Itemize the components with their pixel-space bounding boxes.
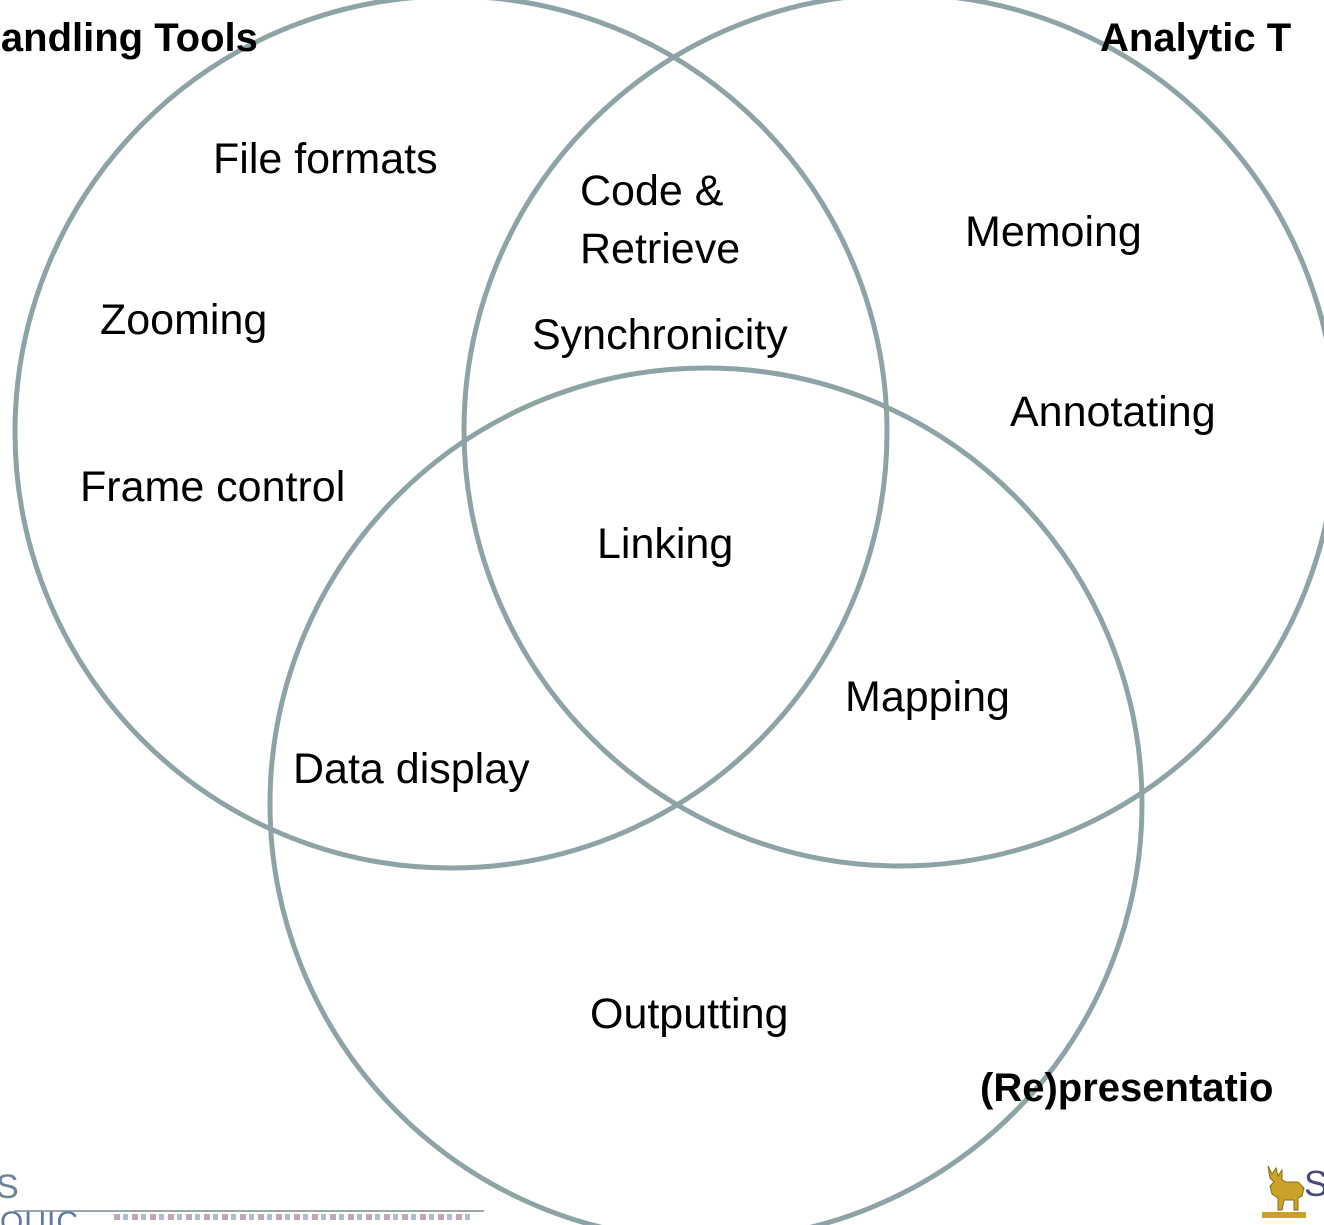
- logo-left-fine-print: [114, 1214, 474, 1220]
- label-annotating: Annotating: [1010, 388, 1216, 436]
- label-outputting: Outputting: [590, 990, 789, 1038]
- circle-handling-tools: [12, 0, 890, 871]
- label-code-retrieve-line2: Retrieve: [580, 225, 741, 273]
- label-memoing: Memoing: [965, 208, 1142, 256]
- logo-left-subtext: OUIC: [0, 1206, 79, 1225]
- label-synchronicity: Synchronicity: [532, 311, 788, 359]
- header-handling-tools: Handling Tools: [0, 16, 258, 60]
- label-zooming: Zooming: [100, 296, 268, 344]
- circle-analytic-tools: [461, 0, 1324, 869]
- header-analytic-tools: Analytic T: [1100, 16, 1292, 60]
- label-data-display: Data display: [293, 745, 530, 793]
- label-linking: Linking: [597, 520, 734, 568]
- header-representation-tools: (Re)presentatio: [980, 1066, 1274, 1110]
- logo-right-letters: S: [1304, 1163, 1324, 1204]
- university-logo-right: S: [1254, 1160, 1324, 1225]
- logo-left-fragment: S: [0, 1168, 19, 1206]
- label-frame-control: Frame control: [80, 463, 346, 511]
- label-mapping: Mapping: [845, 673, 1010, 721]
- circle-representation-tools: [267, 365, 1145, 1225]
- institution-logo-left: S OUIC: [0, 1168, 496, 1225]
- stag-icon: [1262, 1165, 1306, 1218]
- label-code-retrieve-line1: Code &: [580, 167, 724, 215]
- label-file-formats: File formats: [213, 135, 438, 183]
- logo-left-rule: [14, 1210, 484, 1212]
